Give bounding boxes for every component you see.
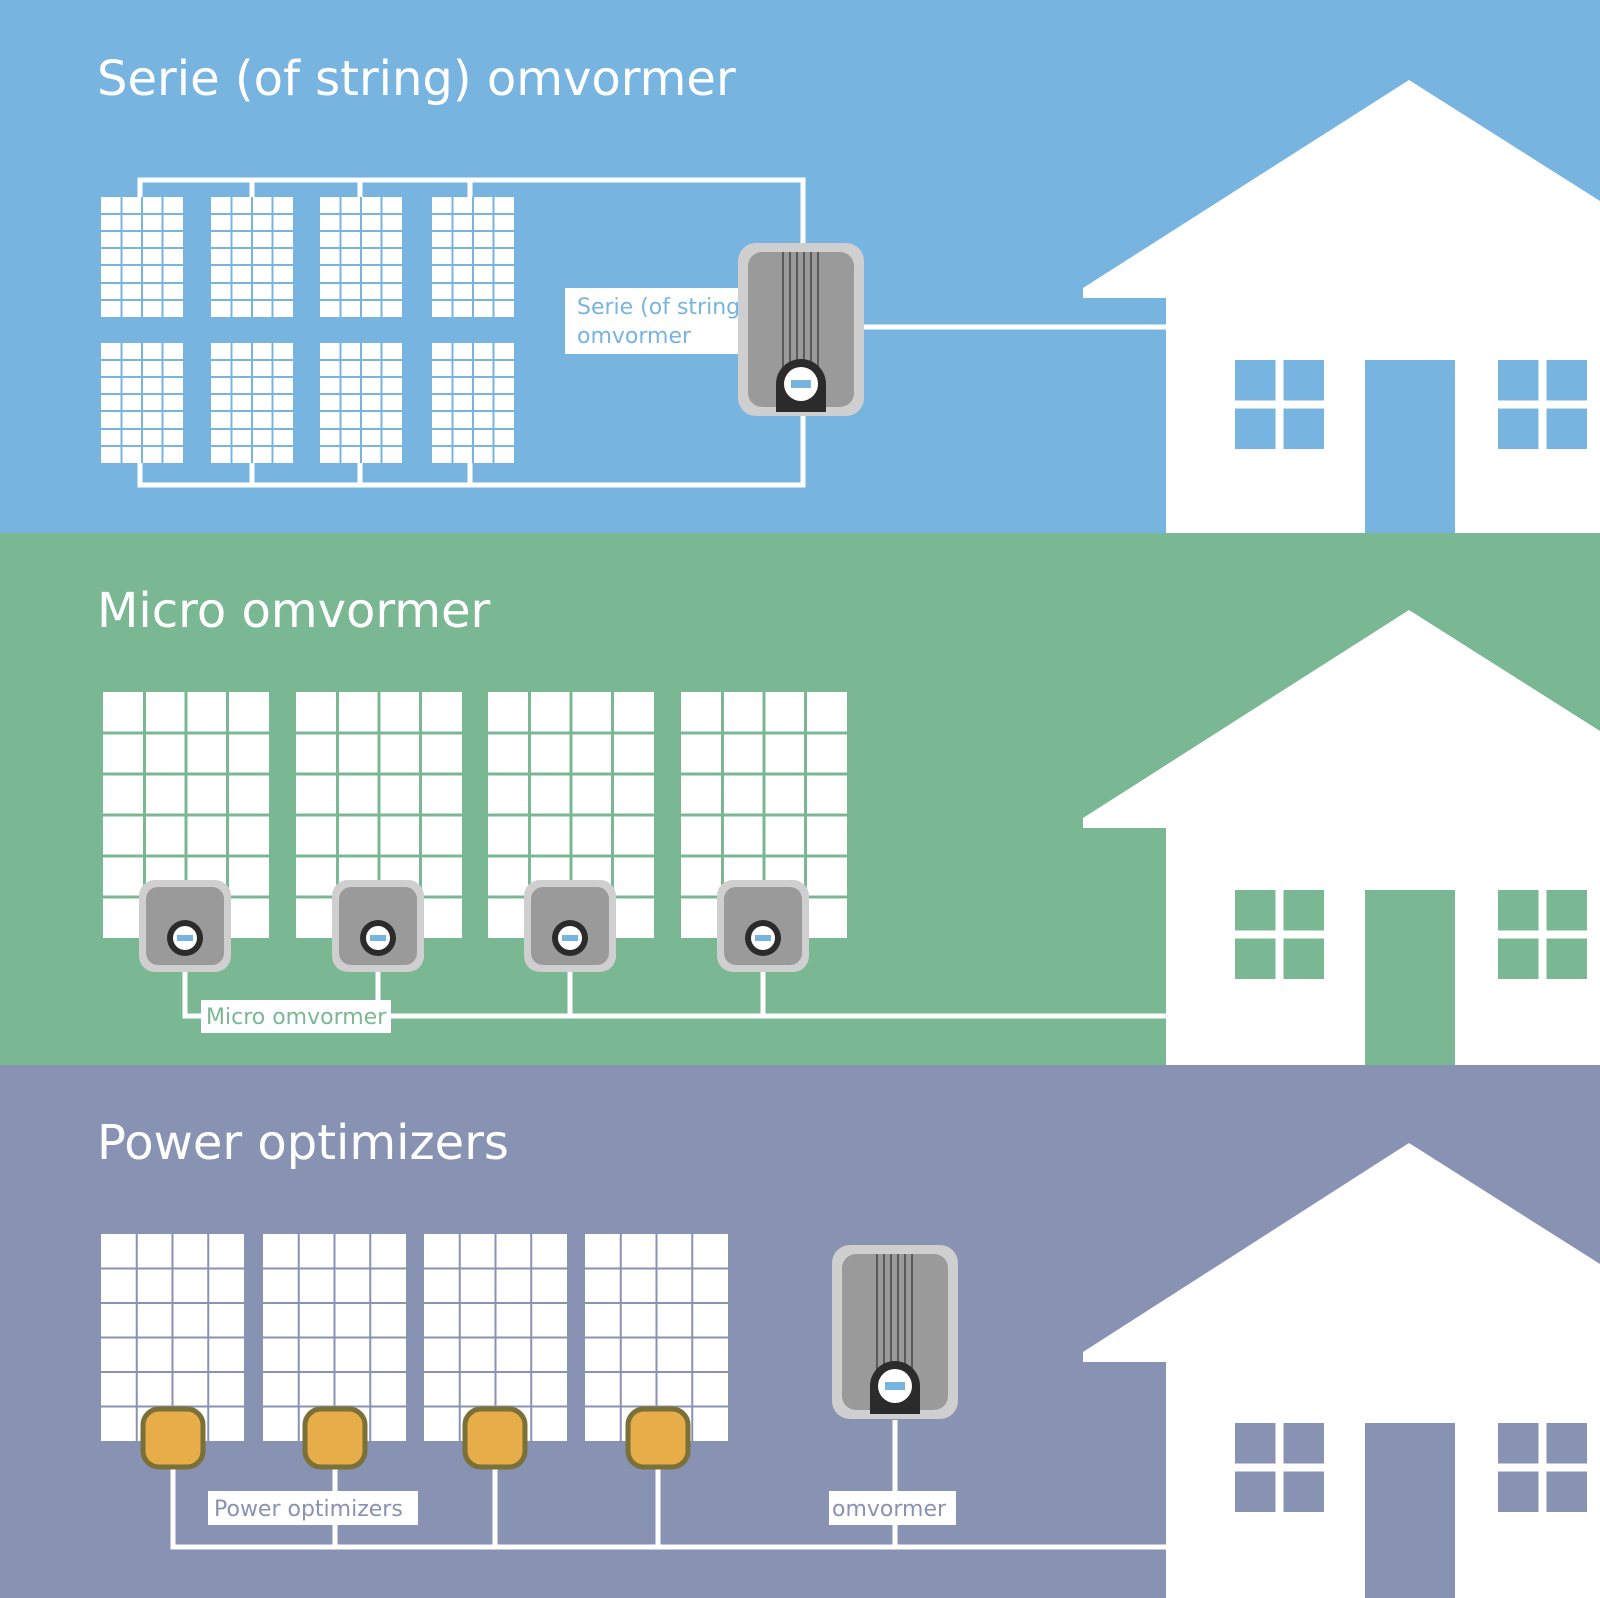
solar-panel-icon <box>432 197 514 317</box>
section-title: Serie (of string) omvormer <box>97 51 736 107</box>
string-inverter-label: Serie (of string) omvormer <box>565 288 749 354</box>
house-icon <box>1083 1143 1600 1598</box>
power-optimizer-icon <box>625 1406 691 1470</box>
solar-panel-icon <box>101 1234 244 1441</box>
solar-panel-icon <box>585 1234 728 1441</box>
micro-inverter-icon <box>717 880 809 972</box>
power-optimizers-label: Power optimizers <box>208 1491 418 1525</box>
svg-text:Micro omvormer: Micro omvormer <box>206 1005 387 1030</box>
solar-panel-icon <box>101 343 183 463</box>
svg-text:omvormer: omvormer <box>832 1497 947 1522</box>
svg-text:Power optimizers: Power optimizers <box>214 1497 403 1522</box>
solar-panel-icon <box>320 197 402 317</box>
solar-panel-icon <box>211 197 293 317</box>
string-wiring <box>137 177 1166 488</box>
micro-inverter-icon <box>524 880 616 972</box>
svg-text:Serie (of string): Serie (of string) <box>577 295 749 320</box>
section-string-inverter: Serie (of string) omvormer Serie (of str… <box>0 0 1600 533</box>
section-title: Power optimizers <box>97 1115 509 1171</box>
solar-panel-icon <box>424 1234 567 1441</box>
power-optimizer-icon <box>462 1406 528 1470</box>
inverter-label: omvormer <box>829 1491 956 1525</box>
section-micro-inverter: Micro omvormer Micro omvormer <box>0 533 1600 1065</box>
micro-inverter-label: Micro omvormer <box>201 1000 391 1033</box>
solar-panel-icon <box>211 343 293 463</box>
power-optimizer-icon <box>302 1406 368 1470</box>
micro-inverter-icon <box>139 880 231 972</box>
house-icon <box>1083 610 1600 1065</box>
micro-inverter-icon <box>332 880 424 972</box>
string-inverter-icon <box>738 243 864 416</box>
section-title: Micro omvormer <box>97 583 491 639</box>
solar-panel-icon <box>432 343 514 463</box>
solar-panel-icon <box>101 197 183 317</box>
svg-text:omvormer: omvormer <box>577 324 692 349</box>
solar-panel-icon <box>320 343 402 463</box>
power-optimizer-icon <box>140 1406 206 1470</box>
micro-wiring <box>182 970 1166 1019</box>
house-icon <box>1083 80 1600 533</box>
string-inverter-icon <box>832 1245 958 1419</box>
section-power-optimizers: Power optimizers Power optim <box>0 1065 1600 1598</box>
